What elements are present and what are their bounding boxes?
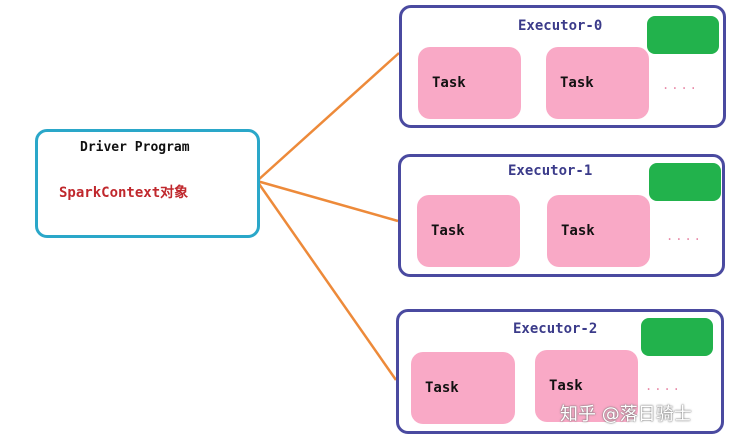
connector-driver-executor-1 [256,179,399,223]
task-label: Task [431,223,465,239]
connector-driver-executor-0 [256,52,400,182]
executor-title: Executor-0 [518,18,603,34]
driver-program-title: Driver Program [80,140,190,155]
task-label: Task [432,75,466,91]
executor-box-1: Executor-1 Task Task .... [398,154,725,277]
driver-program-box: Driver Program SparkContext对象 [35,129,260,238]
task-label: Task [560,75,594,91]
task-box: Task [417,195,520,267]
task-box: Task [546,47,649,119]
executor-box-2: Executor-2 Task Task .... [396,309,724,434]
task-label: Task [549,378,583,394]
executor-cache-block [641,318,713,356]
task-box: Task [411,352,515,424]
executor-title: Executor-1 [508,163,593,179]
connector-driver-executor-2 [255,180,398,381]
more-tasks-ellipsis: .... [662,78,699,92]
task-box: Task [535,350,638,422]
executor-box-0: Executor-0 Task Task .... [399,5,726,128]
more-tasks-ellipsis: .... [666,229,703,243]
executor-title: Executor-2 [513,321,598,337]
task-label: Task [561,223,595,239]
spark-context-label: SparkContext对象 [59,185,189,201]
more-tasks-ellipsis: .... [645,379,682,393]
executor-cache-block [647,16,719,54]
executor-cache-block [649,163,721,201]
task-label: Task [425,380,459,396]
task-box: Task [547,195,650,267]
watermark: 知乎 @落日骑士 [560,404,692,425]
task-box: Task [418,47,521,119]
